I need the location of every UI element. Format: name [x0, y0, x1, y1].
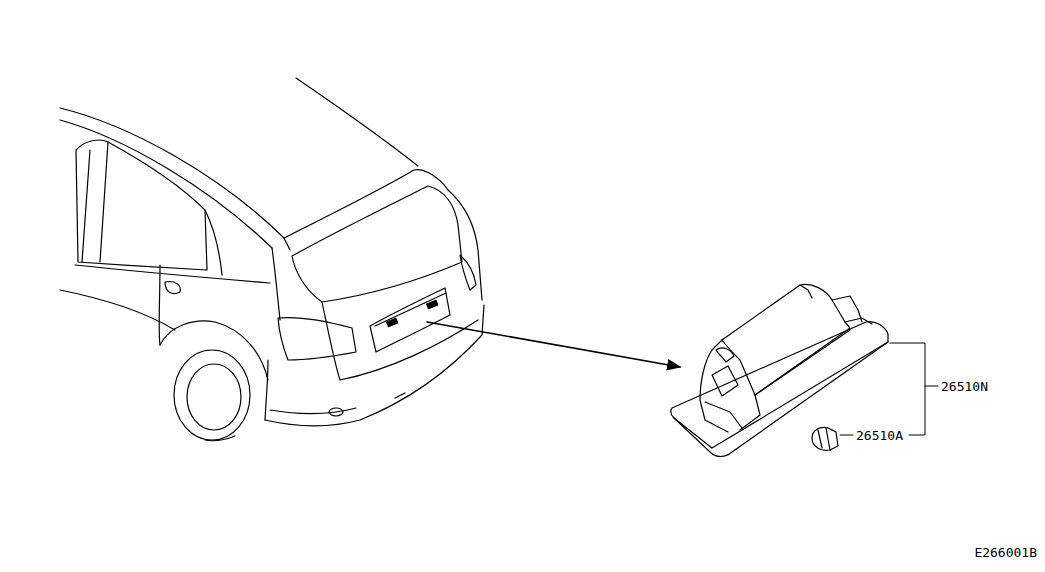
callout-number: 26510N: [940, 380, 989, 393]
car-outline: [60, 78, 484, 441]
figure-number: E266001B: [973, 546, 1038, 559]
pointer-arrow: [427, 322, 680, 367]
callout-bracket: [840, 343, 938, 435]
callout-number: 26510A: [855, 429, 904, 442]
